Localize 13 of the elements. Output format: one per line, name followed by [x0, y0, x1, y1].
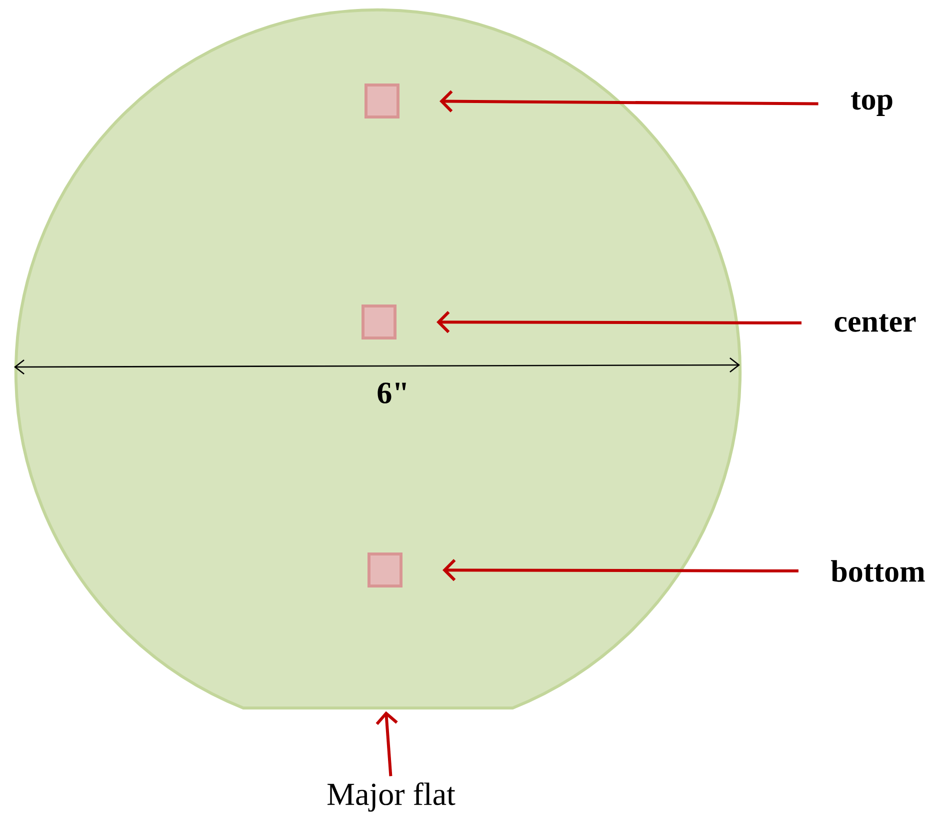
position-label: bottom [831, 560, 925, 582]
sample-square [364, 84, 400, 118]
sample-square [362, 304, 396, 340]
dimension-label: 6" [378, 382, 406, 404]
position-label: center [834, 314, 916, 332]
sample-square [368, 552, 402, 588]
wafer-drawing [14, 8, 742, 710]
arrow [440, 90, 818, 112]
arrow [436, 311, 802, 334]
caption-label: Major flat [328, 782, 456, 812]
position-label: top [850, 92, 892, 116]
arrow [442, 559, 798, 582]
arrow [376, 711, 398, 776]
